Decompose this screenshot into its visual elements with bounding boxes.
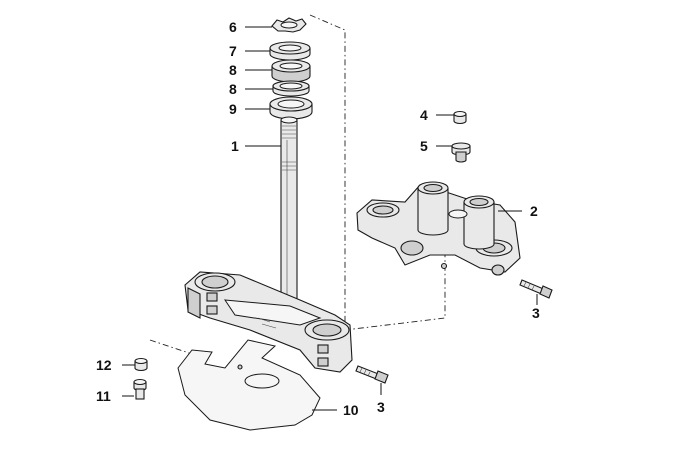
callout-2: 2 <box>530 203 538 219</box>
part-12-nut <box>134 358 148 372</box>
part-1-lower-triple-clamp <box>184 116 353 373</box>
part-2-upper-triple-clamp <box>356 181 521 276</box>
part-8-bearing-upper <box>271 59 311 83</box>
callout-8-lower: 8 <box>229 81 237 97</box>
part-3-bolt-upper <box>519 279 553 299</box>
part-7-seal-ring <box>269 41 311 61</box>
callout-1: 1 <box>231 138 239 154</box>
callout-3-lower: 3 <box>377 399 385 415</box>
callout-12: 12 <box>96 357 112 373</box>
part-6-slotted-nut <box>271 17 307 33</box>
part-11-screw <box>133 379 147 400</box>
leader-lines <box>122 26 538 411</box>
callout-3-right: 3 <box>532 305 540 321</box>
part-5-collar-nut <box>451 142 471 163</box>
part-8-bearing-lower <box>272 80 310 97</box>
callout-10: 10 <box>343 402 359 418</box>
part-3-bolt-lower <box>355 365 389 384</box>
callout-7: 7 <box>229 43 237 59</box>
part-10-guard-plate <box>177 339 321 431</box>
assembly-line-guard <box>149 339 211 361</box>
callout-11: 11 <box>96 388 111 404</box>
callout-4: 4 <box>420 107 428 123</box>
callout-9: 9 <box>229 101 237 117</box>
callout-5: 5 <box>420 138 428 154</box>
part-9-dust-seal <box>269 96 313 120</box>
part-4-cap-nut <box>453 111 467 125</box>
callout-8-upper: 8 <box>229 62 237 78</box>
assembly-line-upper <box>309 14 446 331</box>
callout-6: 6 <box>229 19 237 35</box>
